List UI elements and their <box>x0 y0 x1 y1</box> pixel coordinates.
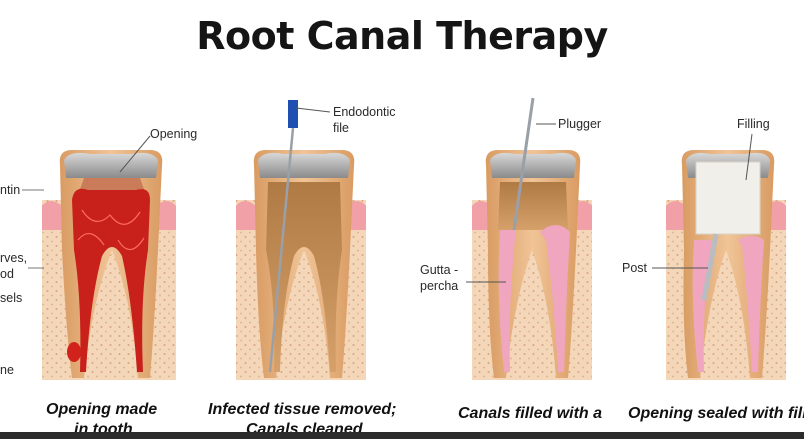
label-file: file <box>333 121 349 135</box>
opening-pointer <box>119 135 151 173</box>
label-blood: od <box>0 267 14 281</box>
caption-step-3: Canals filled with a <box>458 405 603 422</box>
gum-right <box>156 201 176 230</box>
tooth-panel-4 <box>652 133 786 380</box>
tooth-panel-2 <box>236 100 366 380</box>
tooth-panel-3 <box>466 97 592 380</box>
gutta-percha-left <box>498 230 516 372</box>
enamel-crown <box>490 152 576 178</box>
label-bone: ne <box>0 363 14 377</box>
label-post: Post <box>622 261 648 275</box>
left-pointers <box>22 189 44 269</box>
abscess <box>67 342 81 362</box>
caption-step-1: Opening made <box>46 401 158 418</box>
label-dentin: ntin <box>0 183 21 197</box>
cleaned-canal <box>266 182 342 372</box>
label-gutta: Gutta - <box>420 263 459 277</box>
label-endodontic: Endodontic <box>333 105 396 119</box>
endodontic-file <box>268 127 295 373</box>
enamel-crown <box>64 152 158 178</box>
caption-step-4: Opening sealed with fillin <box>628 405 804 422</box>
file-pointer <box>295 107 331 113</box>
label-nerves: rves, <box>0 251 28 265</box>
caption-step-2: Infected tissue removed; <box>208 401 397 418</box>
bottom-bar <box>0 432 804 439</box>
plugger-tool <box>512 97 535 231</box>
label-vessels: sels <box>0 291 23 305</box>
page-title: Root Canal Therapy <box>196 14 608 58</box>
gutta-percha-right <box>540 225 570 372</box>
file-handle <box>288 100 298 128</box>
enamel-crown <box>258 152 350 178</box>
filling-block <box>695 161 761 235</box>
label-plugger: Plugger <box>558 117 602 131</box>
post <box>701 233 719 301</box>
label-opening: Opening <box>150 127 198 141</box>
label-filling: Filling <box>737 117 770 131</box>
tooth-panel-1 <box>42 135 176 380</box>
gum-left <box>42 201 62 230</box>
label-percha: percha <box>420 279 459 293</box>
